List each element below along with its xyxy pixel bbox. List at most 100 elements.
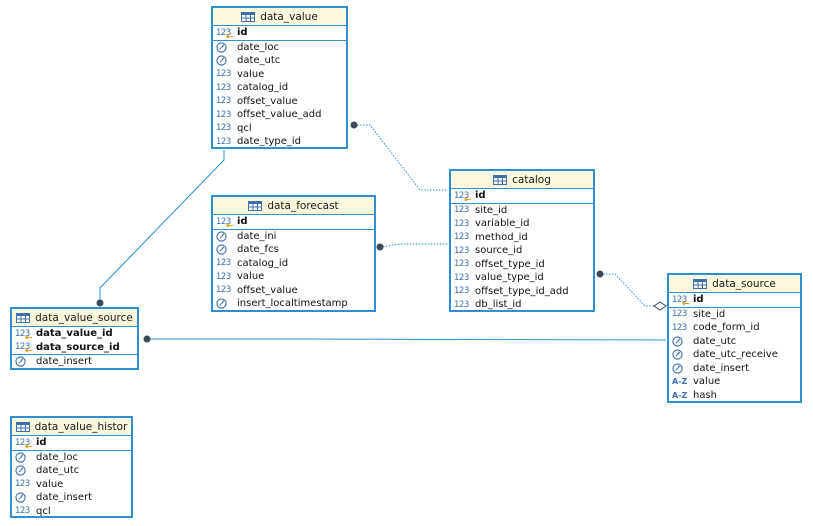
column-name: date_utc_receive [693,349,778,361]
key-icon [464,197,471,201]
numeric-type-icon: 123 [216,217,234,227]
key-icon [25,335,32,339]
table-column[interactable]: 123 qcl [12,505,131,519]
table-column[interactable]: date_ini [213,230,374,244]
numeric-type-icon: 123 [15,506,30,517]
column-name: offset_value [237,284,298,296]
numeric-type-icon: 123 [15,479,30,490]
table-column[interactable]: 123 offset_value [213,284,374,298]
table-name: data_value_histor [34,420,128,433]
relation-data-value-source-data-source [147,338,667,341]
numeric-type-icon: 123 [216,285,231,296]
column-name: date_fcs [237,244,279,256]
table-icon [15,421,30,432]
table-icon [693,278,708,289]
column-name: data_source_id [36,341,120,353]
text-type-icon: A-Z [672,390,688,400]
numeric-type-icon: 123 [672,295,690,305]
table-header[interactable]: data_value_source [12,309,137,327]
clock-icon [15,465,33,476]
table-column[interactable]: date_utc [669,335,800,349]
relation-catalog-data-source [600,273,666,307]
table-name: data_value [260,10,318,23]
table-column[interactable]: date_utc [213,54,346,68]
column-name: date_ini [237,230,277,242]
numeric-type-icon: 123 [15,342,33,353]
table-column[interactable]: A-Z hash [669,389,800,403]
table-name: data_value_source [35,311,133,324]
table-column[interactable]: date_insert [12,355,137,369]
relation-end-dot [376,243,384,251]
numeric-type-icon: 123 [454,245,469,256]
table-header[interactable]: data_value [213,8,346,26]
column-name: insert_localtimestamp [237,298,348,310]
table-column[interactable]: date_utc [12,464,131,478]
clock-icon [216,231,234,242]
table-header[interactable]: data_value_histor [12,418,131,436]
table-header[interactable]: catalog [451,171,593,189]
numeric-type-icon: 123 [672,322,687,333]
columns-section: date_insert [12,355,137,369]
relation-end-dot [350,121,358,129]
table-column[interactable]: date_insert [12,491,131,505]
column-name: value [693,376,721,388]
table-column[interactable]: date_loc [12,451,131,465]
relation-data-value-catalog [354,124,448,191]
table-column[interactable]: date_loc [213,41,346,55]
table-column[interactable]: date_insert [669,362,800,376]
table-header[interactable]: data_forecast [213,197,374,215]
table-column[interactable]: date_fcs [213,243,374,257]
numeric-type-icon: 123 [216,96,231,107]
numeric-type-icon: 123 [672,309,687,320]
column-name: method_id [475,231,528,243]
key-icon [25,444,32,448]
table-header[interactable]: data_source [669,275,800,293]
table-column[interactable]: date_utc_receive [669,348,800,362]
column-name: date_utc [237,55,281,67]
column-name: date_loc [237,41,279,53]
column-name: hash [693,389,718,401]
table-column[interactable]: insert_localtimestamp [213,297,374,311]
column-name: qcl [36,505,51,517]
column-name: value [237,271,265,283]
column-name: id [475,190,486,202]
